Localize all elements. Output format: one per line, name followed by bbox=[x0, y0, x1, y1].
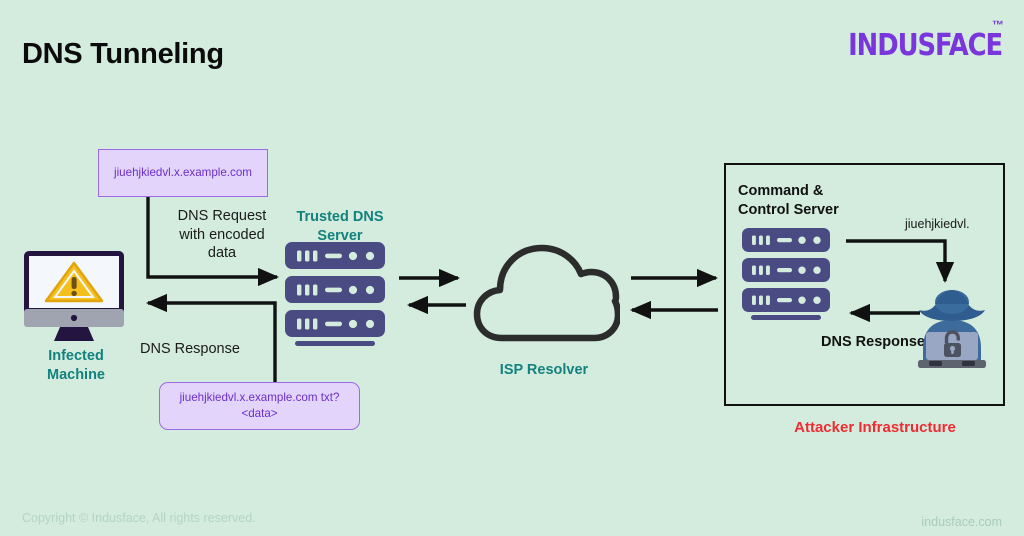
cloud-icon bbox=[473, 244, 620, 342]
label-attacker-dns-response: DNS Response bbox=[821, 334, 925, 350]
label-trusted-dns-line2: Server bbox=[317, 227, 363, 244]
label-dns-request: DNS Request with encoded data bbox=[160, 207, 284, 263]
label-exfiltrated-domain: jiuehjkiedvl. bbox=[905, 217, 970, 231]
label-isp-resolver: ISP Resolver bbox=[499, 362, 589, 378]
label-dns-response: DNS Response bbox=[140, 341, 240, 357]
attacker-infrastructure-box bbox=[724, 163, 1005, 406]
monitor-warning-icon bbox=[24, 251, 124, 341]
label-infected-machine: Infected Machine bbox=[18, 347, 134, 385]
label-command-control-server: Command & Control Server bbox=[738, 182, 928, 220]
callout-dns-request-domain: jiuehjkiedvl.x.example.com bbox=[98, 149, 268, 197]
label-cc-server-line1: Command & bbox=[738, 183, 824, 199]
indusface-logo: INDUSFACE bbox=[847, 28, 1003, 63]
trademark-icon: ™ bbox=[992, 18, 1004, 32]
label-trusted-dns-line1: Trusted DNS bbox=[296, 209, 384, 225]
label-attacker-infrastructure: Attacker Infrastructure bbox=[794, 419, 956, 436]
footer-copyright: Copyright © Indusface, All rights reserv… bbox=[22, 511, 256, 525]
label-infected-line1: Infected bbox=[48, 348, 104, 364]
label-trusted-dns-server: Trusted DNS Server bbox=[276, 208, 404, 246]
server-rack-icon bbox=[742, 228, 830, 320]
label-dns-request-line2: with encoded bbox=[179, 226, 265, 243]
callout-request-text: jiuehjkiedvl.x.example.com bbox=[114, 166, 252, 180]
label-cc-server-line2: Control Server bbox=[738, 202, 839, 219]
label-dns-request-line3: data bbox=[207, 245, 237, 262]
page-title: DNS Tunneling bbox=[22, 38, 224, 70]
label-infected-line2: Machine bbox=[46, 366, 105, 383]
callout-response-text: jiuehjkiedvl.x.example.com txt?<data> bbox=[179, 391, 340, 420]
label-dns-request-line1: DNS Request bbox=[177, 208, 267, 224]
callout-dns-response-query: jiuehjkiedvl.x.example.com txt?<data> bbox=[159, 382, 360, 430]
hacker-laptop-lock-icon bbox=[918, 290, 986, 368]
server-rack-icon bbox=[285, 242, 385, 346]
footer-website: indusface.com bbox=[921, 515, 1002, 529]
